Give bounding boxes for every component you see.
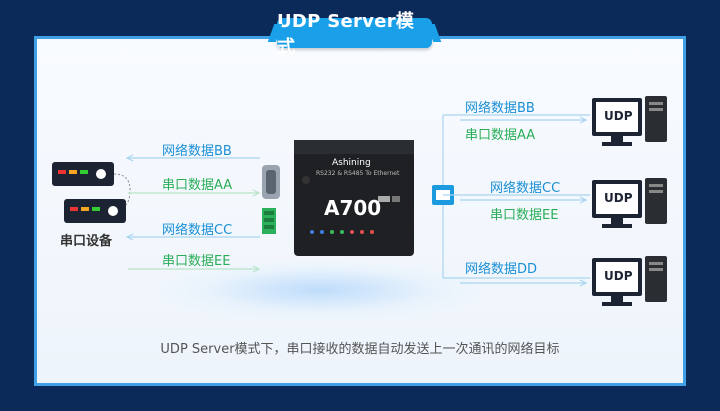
right-net-label-2: 网络数据CC	[490, 181, 561, 196]
network-bus	[442, 114, 590, 279]
udp-pc-1	[592, 96, 667, 146]
floor-glow	[160, 260, 480, 320]
terminal-block	[262, 208, 276, 234]
left-flow-1-net-arrow	[125, 154, 260, 162]
device-brand: Ashining	[332, 158, 371, 168]
a700-device	[294, 140, 414, 256]
left-flow-2-net-arrow	[125, 233, 260, 241]
udp-pc-3	[592, 256, 667, 306]
right-flow-1-arrows	[460, 116, 588, 124]
left-serial-label-1: 串口数据AA	[162, 178, 233, 193]
device-model: A700	[324, 196, 382, 220]
serial-device-1	[52, 162, 114, 186]
udp-pc-2	[592, 178, 667, 228]
left-flow-2-serial-arrow	[128, 265, 261, 273]
right-flow-3-arrows	[460, 279, 588, 287]
right-flow-2-arrows	[460, 196, 588, 204]
device-subtitle: RS232 & RS485 To Ethernet	[316, 170, 400, 177]
left-net-label-1: 网络数据BB	[162, 144, 232, 159]
left-net-label-2: 网络数据CC	[162, 223, 233, 238]
pc-1-label: UDP	[604, 109, 633, 123]
serial-device-2	[64, 199, 126, 223]
left-serial-label-2: 串口数据EE	[162, 254, 231, 269]
pc-2-label: UDP	[604, 191, 633, 205]
left-flow-1-serial-arrow	[128, 189, 261, 197]
diagram-panel	[34, 36, 686, 386]
db9-connector	[262, 165, 280, 199]
right-net-label-1: 网络数据BB	[465, 101, 535, 116]
right-serial-label-2: 串口数据EE	[490, 208, 559, 223]
pc-3-label: UDP	[604, 269, 633, 283]
right-net-label-3: 网络数据DD	[465, 262, 538, 277]
right-serial-label-1: 串口数据AA	[465, 128, 536, 143]
caption: UDP Server模式下，串口接收的数据自动发送上一次通讯的网络目标	[160, 342, 560, 357]
serial-device-label: 串口设备	[60, 234, 113, 249]
